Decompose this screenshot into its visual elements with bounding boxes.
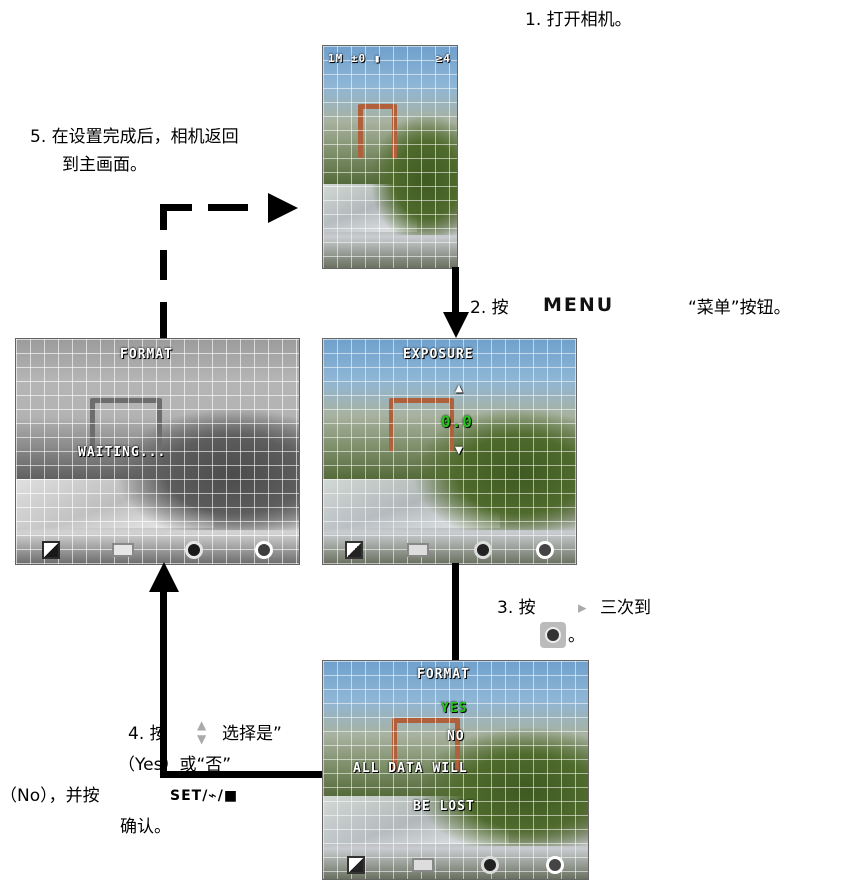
settings-icon [473, 541, 492, 559]
set-button-keys: SET/⌁/■ [170, 788, 239, 804]
format-card-icon [546, 856, 565, 874]
step-1-label: 1. 打开相机。 [525, 10, 632, 30]
menu-button-icon: MENU [543, 294, 615, 316]
format-result-status: WAITING... [78, 445, 167, 460]
main-osd-left: 1M ±0 ▮ [328, 52, 382, 65]
camera-main-screen: 1M ±0 ▮ ≥4 [322, 45, 458, 269]
format-option-no[interactable]: NO [447, 729, 465, 744]
format-result-title: FORMAT [120, 347, 173, 362]
format-warning: ALL DATA WILL [353, 761, 468, 776]
right-arrow-icon: ▸ [578, 598, 587, 618]
step-3-prefix: 3. 按 [497, 598, 536, 618]
exposure-value: 0.0 [441, 412, 473, 431]
dashed-connector-vertical-1 [160, 204, 167, 230]
format-warning-2: BE LOST [413, 799, 475, 814]
format-option-yes[interactable]: YES [441, 701, 468, 716]
step-5-label-line1: 5. 在设置完成后，相机返回 [30, 127, 239, 147]
step-4-line2: （Yes）或“否” [118, 755, 232, 775]
connector-main-to-exposure [452, 267, 459, 315]
dashed-connector-vertical-2 [160, 250, 167, 280]
exposure-up-icon: ▲ [455, 381, 464, 396]
format-card-icon [540, 622, 566, 648]
size-icon [407, 543, 430, 557]
step-2-suffix: “菜单”按钮。 [688, 298, 791, 318]
step-4-line4: 确认。 [120, 817, 171, 837]
format-card-icon [255, 541, 274, 559]
dashed-connector-horizontal-1 [160, 204, 192, 211]
format-result-icon-bar [16, 536, 299, 564]
up-down-arrow-icon: ▲▼ [197, 718, 207, 746]
up-arrowhead-icon [149, 562, 179, 592]
format-menu-title: FORMAT [417, 667, 470, 682]
step-2-prefix: 2. 按 [470, 298, 509, 318]
format-menu-icon-bar [323, 851, 588, 879]
camera-exposure-screen: EXPOSURE ▲ 0.0 ▼ [322, 338, 577, 565]
camera-format-menu-screen: FORMAT YES NO ALL DATA WILL BE LOST [322, 660, 589, 880]
exposure-icon-bar [323, 536, 576, 564]
step-3-suffix: 三次到 [600, 598, 651, 618]
settings-icon [481, 856, 500, 874]
dashed-connector-vertical-3 [160, 302, 167, 338]
connector-format-to-result-horizontal [160, 771, 324, 778]
size-icon [411, 858, 434, 872]
ev-icon [346, 856, 365, 874]
format-card-icon [535, 541, 554, 559]
ev-icon [345, 541, 364, 559]
connector-exposure-to-format [452, 563, 459, 663]
exposure-title: EXPOSURE [403, 347, 474, 362]
down-arrowhead-icon [443, 312, 469, 338]
settings-icon [185, 541, 204, 559]
step-5-label-line2: 到主画面。 [62, 155, 147, 175]
size-icon [111, 543, 134, 557]
step-4-line1-suffix: 选择是” [222, 724, 282, 744]
dashed-arrowhead-icon [268, 193, 298, 223]
ev-icon [41, 541, 60, 559]
step-4-line1-prefix: 4. 按 [128, 724, 167, 744]
dashed-connector-horizontal-2 [208, 204, 248, 211]
camera-format-result-screen: FORMAT WAITING... [15, 338, 300, 565]
step-3-end: 。 [568, 626, 585, 646]
main-osd-right: ≥4 [435, 52, 451, 65]
step-4-line3-prefix: （No），并按 [0, 786, 100, 806]
exposure-down-icon: ▼ [455, 443, 464, 458]
connector-format-to-result-vertical [160, 590, 167, 778]
